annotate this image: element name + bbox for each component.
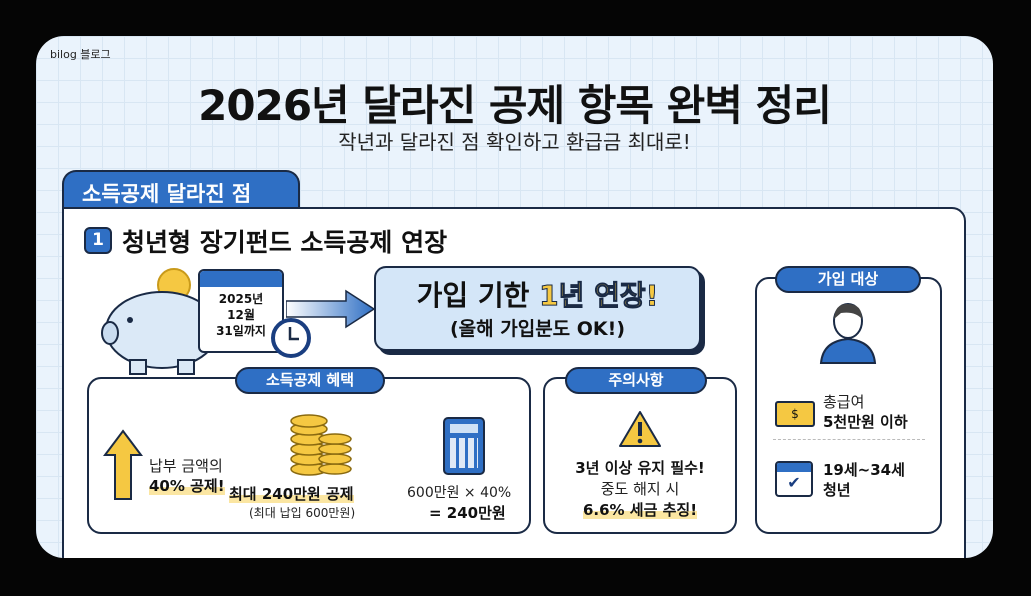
brand-label: bilog 블로그 bbox=[50, 48, 111, 61]
arrow-right-icon bbox=[286, 289, 376, 329]
item-number-badge: 1 bbox=[84, 227, 112, 254]
caution-line-2: 중도 해지 시 bbox=[600, 480, 680, 498]
caution-box: 3년 이상 유지 필수! 중도 해지 시 6.6% 세금 추징! bbox=[543, 377, 737, 534]
eligibility-box: $ 총급여 5천만원 이하 ✔ 19세~34세 청년 bbox=[755, 277, 942, 534]
benefit-box: 납부 금액의 40% 공제! 최대 240만원 공제 (최대 납입 600만원)… bbox=[87, 377, 531, 534]
section-panel: 1 청년형 장기펀드 소득공제 연장 2025년 12월 31일까지 가입 기한… bbox=[62, 207, 966, 558]
caution-line-1: 3년 이상 유지 필수! bbox=[575, 459, 705, 477]
benefit-rate-label: 납부 금액의 bbox=[149, 457, 223, 475]
calc-result: = 240만원 bbox=[429, 504, 506, 522]
person-icon bbox=[819, 303, 877, 364]
max-deduction: 최대 240만원 공제 bbox=[229, 485, 354, 503]
calendar-year: 2025년 bbox=[218, 292, 264, 306]
extension-callout: 가입 기한 1년 연장! (올해 가입분도 OK!) bbox=[374, 266, 701, 351]
calendar-icon: 2025년 12월 31일까지 bbox=[198, 269, 284, 353]
calc-formula: 600만원 × 40% bbox=[407, 485, 512, 501]
calculator-icon bbox=[443, 417, 485, 475]
clock-icon bbox=[271, 318, 311, 358]
infographic-card: bilog 블로그 2026년 달라진 공제 항목 완벽 정리 작년과 달라진 … bbox=[36, 36, 993, 558]
callout-prefix: 가입 기한 bbox=[416, 279, 540, 312]
page-title: 2026년 달라진 공제 항목 완벽 정리 bbox=[198, 81, 832, 130]
income-limit: 5천만원 이하 bbox=[823, 413, 908, 431]
max-payment-note: (최대 납입 600만원) bbox=[249, 506, 356, 520]
benefit-title: 소득공제 혜택 bbox=[235, 367, 385, 394]
eligibility-title: 가입 대상 bbox=[775, 266, 921, 293]
age-group: 청년 bbox=[823, 481, 851, 499]
divider bbox=[773, 439, 925, 440]
arrow-up-icon bbox=[103, 429, 143, 500]
callout-sub: (올해 가입분도 OK!) bbox=[449, 318, 626, 340]
warning-icon bbox=[619, 411, 661, 447]
calendar-day: 31일까지 bbox=[216, 324, 266, 338]
calendar-month: 12월 bbox=[227, 308, 255, 322]
caution-line-3: 6.6% 세금 추징! bbox=[582, 501, 698, 519]
item-heading: 청년형 장기펀드 소득공제 연장 bbox=[122, 228, 448, 257]
calendar-check-icon: ✔ bbox=[775, 461, 813, 497]
benefit-rate-value: 40% 공제! bbox=[149, 477, 225, 495]
page-subtitle: 작년과 달라진 점 확인하고 환급금 최대로! bbox=[338, 130, 691, 154]
callout-highlight: 1년 연장! bbox=[539, 279, 659, 313]
money-icon: $ bbox=[775, 401, 815, 427]
income-label: 총급여 bbox=[823, 393, 865, 411]
age-range: 19세~34세 bbox=[823, 461, 905, 479]
coin-stack-icon bbox=[290, 414, 352, 476]
caution-title: 주의사항 bbox=[565, 367, 707, 394]
section-tab: 소득공제 달라진 점 bbox=[62, 170, 300, 210]
